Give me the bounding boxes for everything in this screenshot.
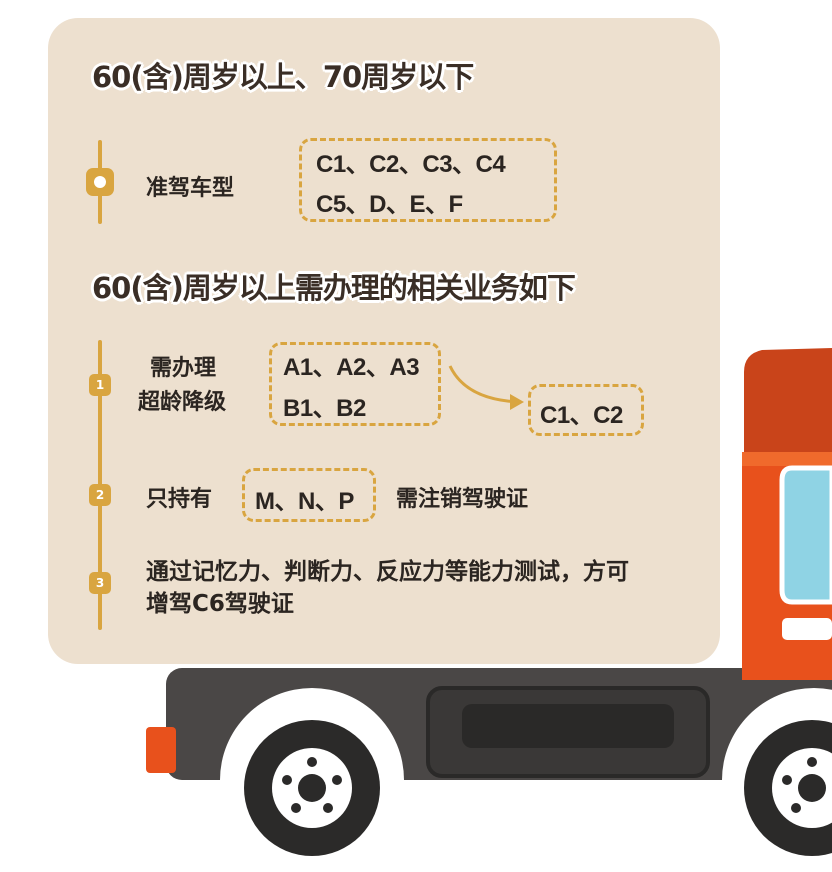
step-number-1: 1 bbox=[89, 374, 111, 396]
step2-types-box bbox=[242, 468, 376, 522]
step2-suffix: 需注销驾驶证 bbox=[396, 487, 529, 512]
arrow-right-icon bbox=[448, 365, 524, 410]
license-types-line2: C5、D、E、F bbox=[316, 191, 463, 218]
bullet-dot-icon bbox=[86, 168, 114, 196]
step1-from-box bbox=[269, 342, 441, 426]
info-panel bbox=[48, 18, 720, 664]
license-types-line1: C1、C2、C3、C4 bbox=[316, 151, 506, 178]
license-type-label: 准驾车型 bbox=[146, 176, 235, 201]
step1-label-line2: 超龄降级 bbox=[138, 390, 227, 415]
step3-text: 通过记忆力、判断力、反应力等能力测试，方可增驾C6驾驶证 bbox=[146, 559, 629, 617]
step-number-3: 3 bbox=[89, 572, 111, 594]
step2-types: M、N、P bbox=[255, 488, 354, 515]
step2-label: 只持有 bbox=[146, 487, 213, 512]
step1-from-line2: B1、B2 bbox=[283, 395, 366, 422]
section2-title: 60(含)周岁以上需办理的相关业务如下 bbox=[92, 271, 576, 305]
step1-to-box bbox=[528, 384, 644, 436]
step1-to-types: C1、C2 bbox=[540, 402, 623, 429]
step1-from-line1: A1、A2、A3 bbox=[283, 354, 420, 381]
step1-label-line1: 需办理 bbox=[150, 356, 217, 381]
section1-title: 60(含)周岁以上、70周岁以下 bbox=[92, 60, 474, 94]
license-types-box bbox=[299, 138, 557, 222]
step-number-2: 2 bbox=[89, 484, 111, 506]
